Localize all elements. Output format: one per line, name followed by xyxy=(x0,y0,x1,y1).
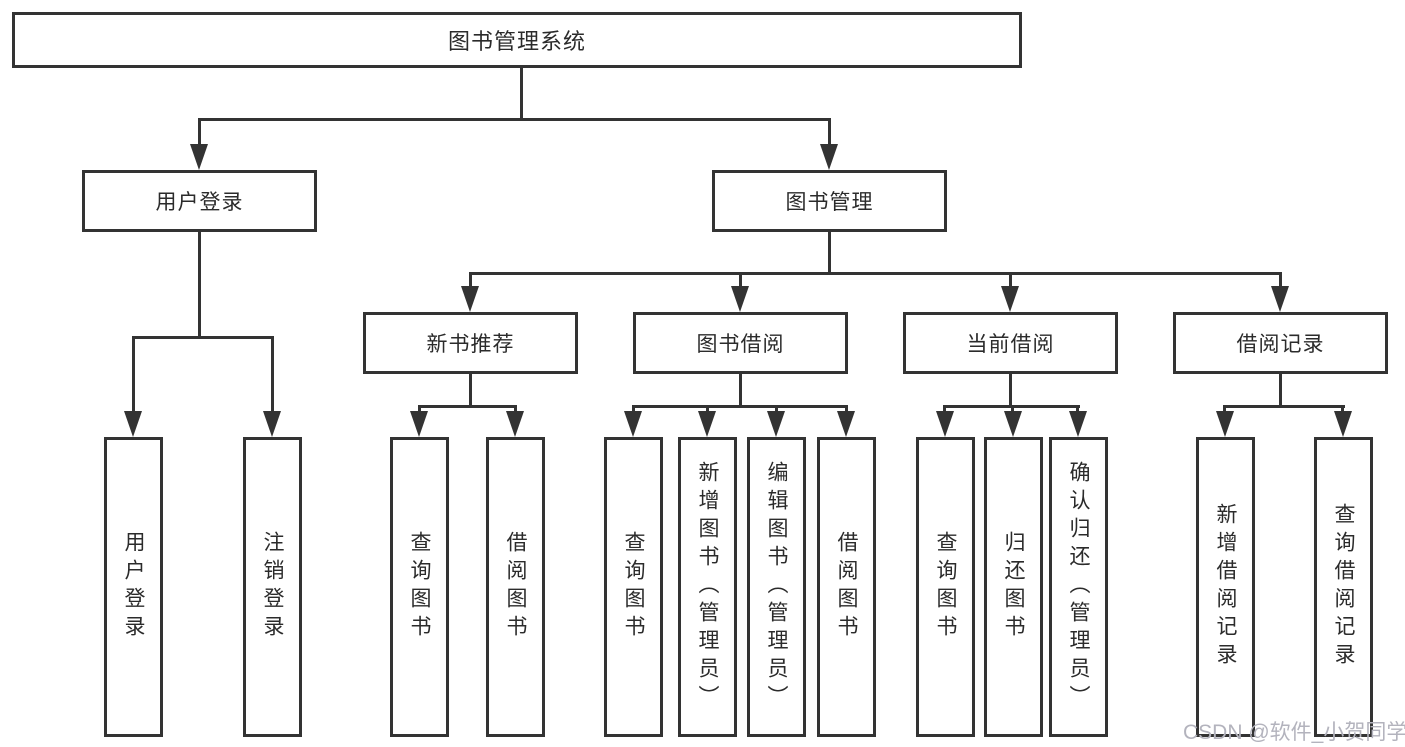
arrow-down-icon xyxy=(506,411,524,437)
node-leaf-query-book-2: 查询图书 xyxy=(604,437,663,737)
leaf-label: 注销登录 xyxy=(261,531,284,643)
leaf-label: 查询图书 xyxy=(934,531,957,643)
arrow-down-icon xyxy=(936,411,954,437)
connector-root-drop-right xyxy=(828,118,831,148)
leaf-label: 确认归还（管理员） xyxy=(1067,461,1090,713)
connector-manage-stem xyxy=(828,232,831,274)
arrow-down-icon xyxy=(124,411,142,437)
connector-records-stem xyxy=(1279,374,1282,407)
node-user-login: 用户登录 xyxy=(82,170,317,232)
node-new-book-recommend: 新书推荐 xyxy=(363,312,578,374)
arrow-down-icon xyxy=(1069,411,1087,437)
connector-records-bar xyxy=(1223,405,1345,408)
connector-newbook-stem xyxy=(469,374,472,407)
leaf-label: 新增借阅记录 xyxy=(1214,503,1237,671)
arrow-down-icon xyxy=(190,144,208,170)
leaf-label: 用户登录 xyxy=(122,531,145,643)
leaf-label: 借阅图书 xyxy=(835,531,858,643)
leaf-label: 新增图书（管理员） xyxy=(696,461,719,713)
connector-manage-drop-4 xyxy=(1279,272,1282,290)
arrow-down-icon xyxy=(820,144,838,170)
arrow-down-icon xyxy=(1216,411,1234,437)
leaf-label: 归还图书 xyxy=(1002,531,1025,643)
arrow-down-icon xyxy=(461,286,479,312)
node-leaf-query-borrow-record: 查询借阅记录 xyxy=(1314,437,1373,737)
connector-manage-drop-2 xyxy=(739,272,742,290)
arrow-down-icon xyxy=(1334,411,1352,437)
node-leaf-query-book-3: 查询图书 xyxy=(916,437,975,737)
node-leaf-edit-book-admin: 编辑图书（管理员） xyxy=(747,437,806,737)
connector-borrow-bar xyxy=(632,405,848,408)
node-leaf-confirm-return-admin: 确认归还（管理员） xyxy=(1049,437,1108,737)
arrow-down-icon xyxy=(837,411,855,437)
connector-borrow-stem xyxy=(739,374,742,407)
connector-manage-bar xyxy=(469,272,1282,275)
connector-root-stem xyxy=(520,68,523,120)
arrow-down-icon xyxy=(731,286,749,312)
node-leaf-user-login: 用户登录 xyxy=(104,437,163,737)
leaf-label: 查询图书 xyxy=(408,531,431,643)
arrow-down-icon xyxy=(410,411,428,437)
arrow-down-icon xyxy=(624,411,642,437)
node-leaf-logout: 注销登录 xyxy=(243,437,302,737)
arrow-down-icon xyxy=(1271,286,1289,312)
connector-login-drop-1 xyxy=(132,336,135,414)
connector-login-stem xyxy=(198,232,201,338)
connector-login-drop-2 xyxy=(271,336,274,414)
connector-newbook-bar xyxy=(418,405,517,408)
node-leaf-query-book-1: 查询图书 xyxy=(390,437,449,737)
leaf-label: 查询图书 xyxy=(622,531,645,643)
arrow-down-icon xyxy=(1004,411,1022,437)
leaf-label: 编辑图书（管理员） xyxy=(765,461,788,713)
connector-root-bar xyxy=(198,118,831,121)
node-leaf-return-book: 归还图书 xyxy=(984,437,1043,737)
connector-root-drop-left xyxy=(198,118,201,148)
arrow-down-icon xyxy=(698,411,716,437)
node-leaf-add-borrow-record: 新增借阅记录 xyxy=(1196,437,1255,737)
connector-login-bar xyxy=(132,336,274,339)
connector-current-stem xyxy=(1009,374,1012,407)
node-root-system: 图书管理系统 xyxy=(12,12,1022,68)
node-current-borrow: 当前借阅 xyxy=(903,312,1118,374)
arrow-down-icon xyxy=(263,411,281,437)
leaf-label: 借阅图书 xyxy=(504,531,527,643)
arrow-down-icon xyxy=(1001,286,1019,312)
arrow-down-icon xyxy=(767,411,785,437)
connector-manage-drop-1 xyxy=(469,272,472,290)
watermark: CSDN @软件_小贺同学 xyxy=(1183,721,1405,744)
node-book-borrow: 图书借阅 xyxy=(633,312,848,374)
connector-manage-drop-3 xyxy=(1009,272,1012,290)
node-book-manage: 图书管理 xyxy=(712,170,947,232)
node-borrow-records: 借阅记录 xyxy=(1173,312,1388,374)
leaf-label: 查询借阅记录 xyxy=(1332,503,1355,671)
node-leaf-borrow-book-2: 借阅图书 xyxy=(817,437,876,737)
node-leaf-borrow-book-1: 借阅图书 xyxy=(486,437,545,737)
node-leaf-add-book-admin: 新增图书（管理员） xyxy=(678,437,737,737)
